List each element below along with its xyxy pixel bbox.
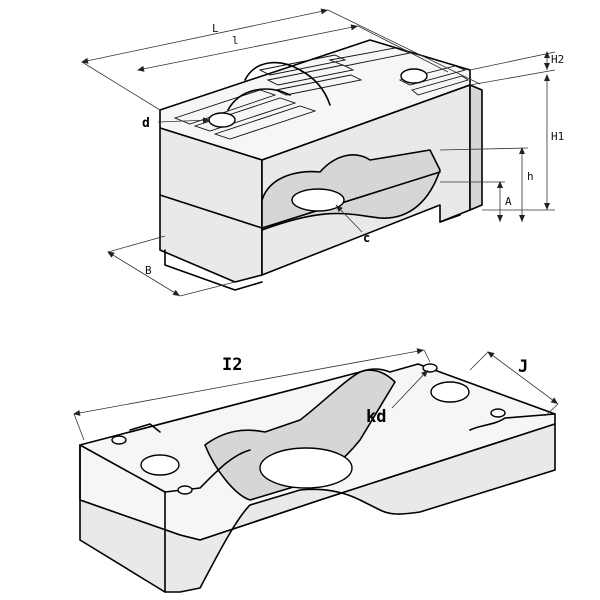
dim-l2-line <box>73 348 425 416</box>
half-pin-4 <box>490 408 506 418</box>
label-l: l <box>232 34 239 47</box>
split-line <box>159 171 441 229</box>
clamp-front-face <box>159 127 263 283</box>
label-J: J <box>518 357 528 377</box>
label-c: c <box>363 231 370 245</box>
dim-l-line <box>137 24 359 72</box>
label-h: h <box>527 170 534 183</box>
label-l2: I2 <box>222 355 242 375</box>
half-clamp <box>79 363 556 593</box>
label-H1: H1 <box>551 130 564 143</box>
label-d: d <box>142 116 150 131</box>
label-A: A <box>505 195 512 208</box>
callout-c-line <box>335 204 363 233</box>
half-pin-3 <box>422 363 438 373</box>
label-H2: H2 <box>551 53 564 66</box>
callout-d-line <box>157 117 211 124</box>
half-front-face <box>79 423 556 593</box>
dim-B-line <box>107 251 181 297</box>
mount-hole-left <box>208 112 236 128</box>
half-pin-1 <box>111 435 127 445</box>
label-B: B <box>145 264 152 277</box>
dim-L-line <box>81 8 329 64</box>
callout-kd-line <box>391 369 429 409</box>
clamp-assembly <box>159 39 483 291</box>
label-kd: kd <box>366 407 386 427</box>
dim-J-line <box>487 351 559 405</box>
label-L: L <box>212 22 219 35</box>
bore-hole <box>291 188 345 212</box>
half-hole-front-left <box>140 454 180 476</box>
mount-hole-right <box>400 68 428 84</box>
half-bore <box>259 447 353 489</box>
top-dimensions: L l H2 H1 h A B d c <box>81 8 564 297</box>
bottom-dimensions: I2 J kd <box>73 348 559 441</box>
half-hole-back-right <box>430 381 470 403</box>
half-pin-2 <box>177 485 193 495</box>
clamp-side-face <box>469 84 483 211</box>
